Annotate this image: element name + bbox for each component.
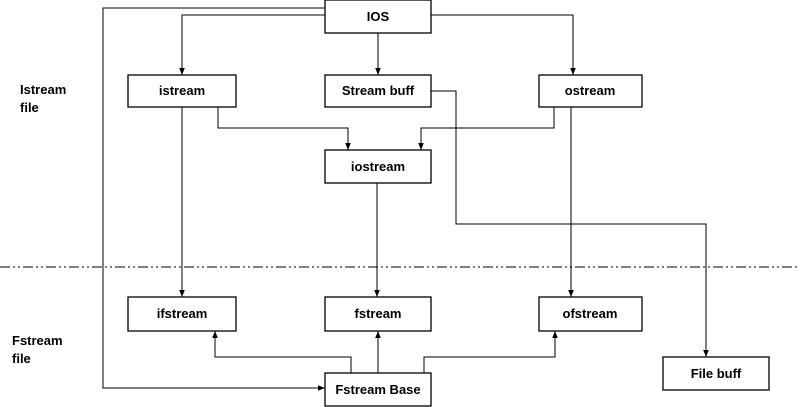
edge-fstreambase-ifstream [212, 331, 352, 373]
node-istream: istream [127, 74, 237, 108]
region-label-istream-file: file [20, 100, 39, 115]
node-iostream: iostream [324, 149, 432, 184]
node-streambuff: Stream buff [324, 74, 432, 108]
node-ifstream-label: ifstream [157, 306, 208, 321]
region-label-fstream-file: file [12, 351, 31, 366]
node-fstream: fstream [324, 296, 432, 332]
node-ostream: ostream [538, 74, 643, 108]
region-label-fstream: Fstream [12, 333, 63, 348]
node-ostream-label: ostream [565, 83, 616, 98]
node-ifstream: ifstream [127, 296, 237, 332]
node-ios: IOS [324, 0, 432, 34]
node-streambuff-label: Stream buff [342, 83, 415, 98]
edge-ios-ostream [431, 14, 576, 75]
node-ofstream-label: ofstream [563, 306, 618, 321]
edge-istream-iostream [217, 107, 351, 150]
edge-ostream-iostream [418, 107, 555, 150]
edge-ios-fstreambase [102, 7, 325, 391]
node-ofstream: ofstream [538, 296, 643, 332]
node-fstream-label: fstream [355, 306, 402, 321]
node-istream-label: istream [159, 83, 205, 98]
node-ios-label: IOS [367, 9, 390, 24]
edge-fstreambase-ofstream [423, 331, 558, 373]
node-filebuff-label: File buff [691, 366, 742, 381]
edge-streambuff-filebuff [431, 90, 709, 357]
node-filebuff: File buff [662, 356, 770, 391]
node-fstreambase: Fstream Base [324, 372, 432, 407]
connectors [102, 7, 709, 391]
region-label-istream: Istream [20, 82, 66, 97]
node-iostream-label: iostream [351, 159, 405, 174]
edge-ios-istream [179, 14, 325, 75]
node-fstreambase-label: Fstream Base [335, 382, 420, 397]
